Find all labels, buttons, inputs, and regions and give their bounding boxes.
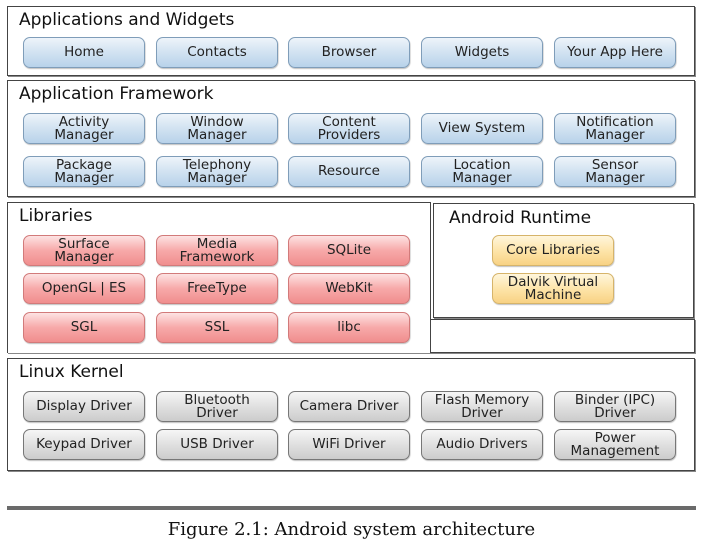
kernel-keypad-driver: Keypad Driver (23, 429, 145, 460)
library-sqlite: SQLite (288, 235, 410, 266)
framework-layer-title: Application Framework (19, 84, 214, 104)
kernel-camera-driver: Camera Driver (288, 391, 410, 422)
kernel-binder-ipc-driver: Binder (IPC) Driver (554, 391, 676, 422)
runtime-core-libraries: Core Libraries (492, 235, 614, 266)
library-surface-manager: Surface Manager (23, 235, 145, 266)
framework-view-system: View System (421, 113, 543, 144)
framework-notification-manager: Notification Manager (554, 113, 676, 144)
kernel-wifi-driver: WiFi Driver (288, 429, 410, 460)
framework-location-manager: Location Manager (421, 156, 543, 187)
library-webkit: WebKit (288, 273, 410, 304)
framework-sensor-manager: Sensor Manager (554, 156, 676, 187)
kernel-layer-title: Linux Kernel (19, 362, 124, 382)
kernel-bluetooth-driver: Bluetooth Driver (156, 391, 278, 422)
kernel-audio-drivers: Audio Drivers (421, 429, 543, 460)
runtime-layer-title: Android Runtime (449, 208, 592, 228)
framework-package-manager: Package Manager (23, 156, 145, 187)
framework-activity-manager: Activity Manager (23, 113, 145, 144)
kernel-flash-memory-driver: Flash Memory Driver (421, 391, 543, 422)
library-ssl: SSL (156, 312, 278, 343)
app-widgets: Widgets (421, 37, 543, 68)
framework-resource: Resource (288, 156, 410, 187)
framework-content-providers: Content Providers (288, 113, 410, 144)
framework-window-manager: Window Manager (156, 113, 278, 144)
kernel-display-driver: Display Driver (23, 391, 145, 422)
library-sgl: SGL (23, 312, 145, 343)
app-contacts: Contacts (156, 37, 278, 68)
app-browser: Browser (288, 37, 410, 68)
library-freetype: FreeType (156, 273, 278, 304)
app-home: Home (23, 37, 145, 68)
applications-layer-title: Applications and Widgets (19, 10, 235, 30)
figure-rule (7, 506, 696, 510)
framework-telephony-manager: Telephony Manager (156, 156, 278, 187)
libraries-layer-title: Libraries (19, 206, 93, 226)
runtime-dalvik-vm: Dalvik Virtual Machine (492, 273, 614, 304)
library-libc: libc (288, 312, 410, 343)
kernel-usb-driver: USB Driver (156, 429, 278, 460)
kernel-power-management: Power Management (554, 429, 676, 460)
library-media-framework: Media Framework (156, 235, 278, 266)
library-opengl-es: OpenGL | ES (23, 273, 145, 304)
figure-caption: Figure 2.1: Android system architecture (167, 519, 536, 540)
app-your-app-here: Your App Here (554, 37, 676, 68)
